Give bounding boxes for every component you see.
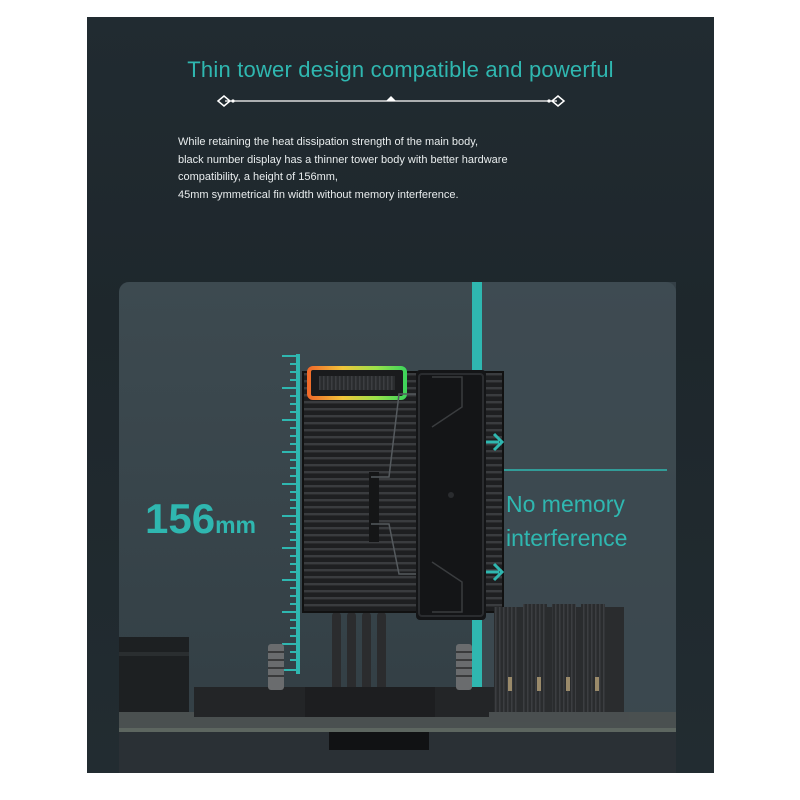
fan [416,370,486,620]
description: While retaining the heat dissipation str… [178,134,618,204]
callout-line: interference [506,525,628,551]
description-line: compatibility, a height of 156mm, [178,171,338,183]
ram-modules [489,604,629,722]
height-ruler [282,354,300,674]
height-value: 156 [145,495,216,542]
height-dimension: 156mm [145,495,256,543]
description-line: black number display has a thinner tower… [178,153,508,166]
description-line: 45mm symmetrical fin width without memor… [178,188,459,201]
headline: Thin tower design compatible and powerfu… [187,57,614,82]
divider-ornament-icon [216,95,566,107]
arrow-right-icon [486,432,505,582]
callout-line: No memory [506,491,625,517]
product-banner: Thin tower design compatible and powerfu… [87,17,714,773]
cooler-illustration [119,282,676,773]
description-line: While retaining the heat dissipation str… [178,136,479,148]
memory-callout: No memory interference [506,487,666,555]
height-unit: mm [215,512,256,538]
